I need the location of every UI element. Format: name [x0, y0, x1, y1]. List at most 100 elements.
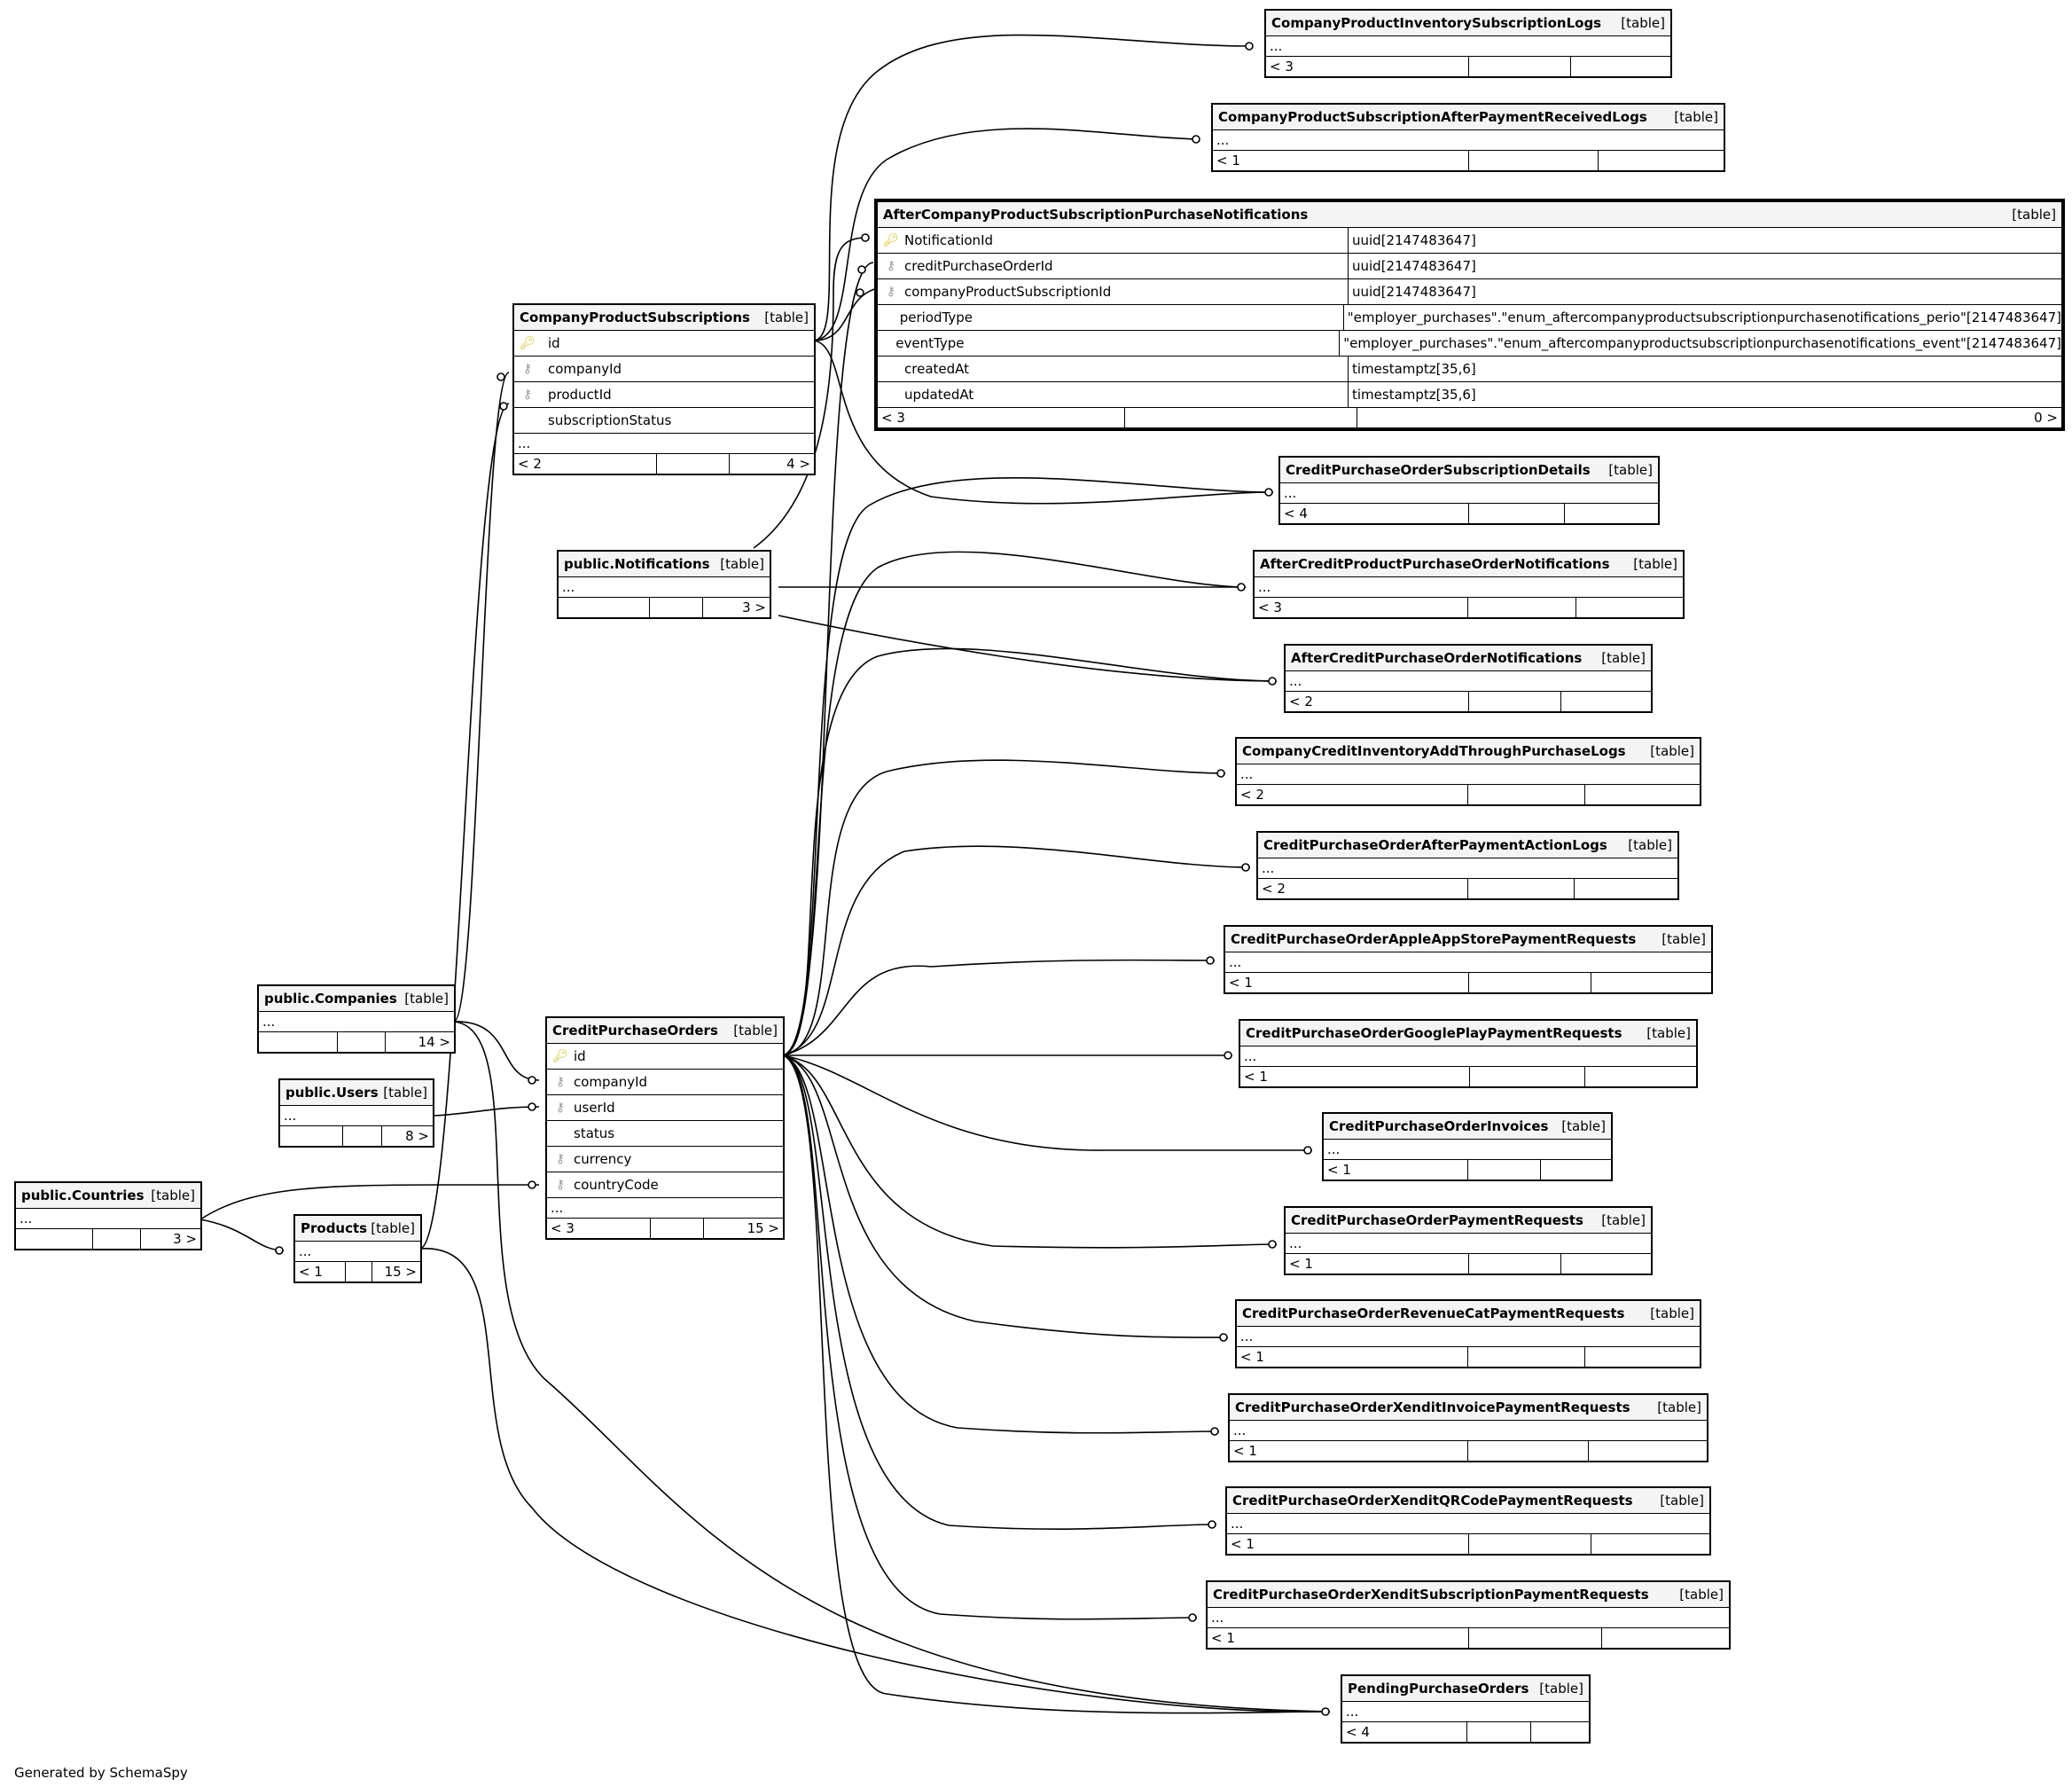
children-count[interactable]: [1560, 1254, 1651, 1274]
parents-count[interactable]: [559, 598, 649, 617]
column-row[interactable]: periodType"employer_purchases"."enum_aft…: [878, 304, 2061, 330]
children-count[interactable]: 8 >: [381, 1126, 433, 1146]
table-tag: [table]: [720, 556, 764, 572]
parents-count[interactable]: < 1: [1233, 1443, 1257, 1459]
column-row[interactable]: eventType"employer_purchases"."enum_afte…: [878, 330, 2061, 356]
children-count[interactable]: [1530, 1722, 1589, 1742]
column-row[interactable]: subscriptionStatus: [514, 407, 814, 433]
column-row[interactable]: ⚷companyId: [547, 1069, 783, 1094]
column-row[interactable]: status: [547, 1120, 783, 1146]
parents-count[interactable]: < 1: [1289, 1256, 1313, 1272]
children-count[interactable]: [1584, 1347, 1700, 1367]
children-count[interactable]: [1570, 57, 1670, 76]
children-count[interactable]: [1601, 1628, 1729, 1648]
table-cpo[interactable]: CreditPurchaseOrders[table] 🔑︎id ⚷compan…: [545, 1016, 785, 1240]
table-cpogpp[interactable]: CreditPurchaseOrderGooglePlayPaymentRequ…: [1239, 1019, 1698, 1088]
children-count[interactable]: 4 >: [729, 454, 814, 474]
children-count[interactable]: [1574, 879, 1677, 898]
parents-count[interactable]: < 3: [881, 410, 905, 426]
table-cpsaprl[interactable]: CompanyProductSubscriptionAfterPaymentRe…: [1211, 103, 1725, 172]
table-tag: [table]: [371, 1220, 415, 1236]
parents-count[interactable]: < 3: [1270, 59, 1294, 74]
table-footer: < 1: [1213, 150, 1724, 170]
table-notifications[interactable]: public.Notifications[table] ... 3 >: [557, 550, 771, 619]
table-cpoxi[interactable]: CreditPurchaseOrderXenditInvoicePaymentR…: [1228, 1393, 1708, 1462]
column-row[interactable]: ⚷companyId: [514, 356, 814, 381]
parents-count[interactable]: < 1: [1327, 1162, 1351, 1178]
parents-count[interactable]: < 3: [551, 1220, 575, 1236]
table-ppo[interactable]: PendingPurchaseOrders[table] ... < 4: [1341, 1674, 1591, 1744]
children-count[interactable]: 3 >: [702, 598, 770, 617]
parents-count[interactable]: < 1: [1229, 975, 1253, 991]
children-count[interactable]: [1576, 598, 1683, 617]
parents-count[interactable]: < 1: [1216, 153, 1240, 169]
children-count[interactable]: 0 >: [1357, 408, 2061, 427]
edge-notif-acpspn: [753, 237, 868, 549]
columns-count: [1468, 151, 1598, 170]
parents-count[interactable]: < 1: [299, 1264, 323, 1280]
table-cpoxq[interactable]: CreditPurchaseOrderXenditQRCodePaymentRe…: [1225, 1486, 1711, 1556]
children-count[interactable]: [1540, 1160, 1611, 1180]
column-row[interactable]: 🔑︎id: [547, 1043, 783, 1069]
table-tag: [table]: [1621, 15, 1665, 31]
parents-count[interactable]: [16, 1229, 92, 1249]
table-footer: < 3: [1255, 597, 1683, 617]
children-count[interactable]: 3 >: [140, 1229, 200, 1249]
table-cpoi[interactable]: CreditPurchaseOrderInvoices[table] ... <…: [1322, 1112, 1613, 1181]
parents-count[interactable]: < 1: [1231, 1536, 1255, 1552]
children-count[interactable]: [1598, 151, 1724, 170]
children-count[interactable]: 14 >: [385, 1032, 454, 1052]
parents-count[interactable]: < 1: [1211, 1630, 1235, 1646]
table-cpoxs[interactable]: CreditPurchaseOrderXenditSubscriptionPay…: [1206, 1580, 1731, 1650]
parents-count[interactable]: < 1: [1244, 1069, 1268, 1085]
column-row[interactable]: ⚷productId: [514, 381, 814, 407]
parents-count[interactable]: < 2: [1289, 694, 1313, 709]
parents-count[interactable]: < 4: [1346, 1724, 1370, 1740]
children-count[interactable]: [1584, 785, 1700, 804]
children-count[interactable]: [1588, 1441, 1707, 1461]
children-count[interactable]: [1564, 504, 1658, 523]
table-cpisl[interactable]: CompanyProductInventorySubscriptionLogs[…: [1264, 9, 1672, 78]
children-count[interactable]: 15 >: [703, 1219, 783, 1238]
table-countries[interactable]: public.Countries[table] ... 3 >: [14, 1181, 202, 1250]
table-users[interactable]: public.Users[table] ... 8 >: [278, 1078, 434, 1148]
table-ccial[interactable]: CompanyCreditInventoryAddThroughPurchase…: [1235, 737, 1701, 806]
table-acpon[interactable]: AfterCreditPurchaseOrderNotifications[ta…: [1284, 644, 1653, 713]
column-row[interactable]: 🔑︎id: [514, 330, 814, 356]
table-cps[interactable]: CompanyProductSubscriptions[table] 🔑︎id …: [512, 303, 816, 475]
table-acppon[interactable]: AfterCreditProductPurchaseOrderNotificat…: [1253, 550, 1685, 619]
column-row[interactable]: ⚷countryCode: [547, 1172, 783, 1197]
edge-cpo-cpoi: [782, 1054, 1312, 1151]
children-count[interactable]: [1584, 1067, 1696, 1086]
children-count[interactable]: 15 >: [371, 1262, 420, 1281]
column-row[interactable]: ⚷currency: [547, 1146, 783, 1172]
table-cporc[interactable]: CreditPurchaseOrderRevenueCatPaymentRequ…: [1235, 1299, 1701, 1368]
parents-count[interactable]: < 2: [1262, 881, 1286, 897]
table-acpspn[interactable]: AfterCompanyProductSubscriptionPurchaseN…: [874, 199, 2065, 431]
table-cpoaasp[interactable]: CreditPurchaseOrderAppleAppStorePaymentR…: [1224, 925, 1713, 994]
edge-end-marker: [528, 1076, 536, 1085]
column-row[interactable]: ⚷userId: [547, 1094, 783, 1120]
table-cpopr[interactable]: CreditPurchaseOrderPaymentRequests[table…: [1284, 1206, 1653, 1275]
table-companies[interactable]: public.Companies[table] ... 14 >: [257, 984, 456, 1054]
children-count[interactable]: [1591, 1534, 1709, 1554]
parents-count[interactable]: < 4: [1284, 506, 1308, 521]
parents-count[interactable]: < 2: [518, 456, 542, 472]
table-name: AfterCompanyProductSubscriptionPurchaseN…: [883, 207, 1309, 223]
parents-count[interactable]: < 2: [1240, 787, 1264, 803]
parents-count[interactable]: < 1: [1240, 1349, 1264, 1365]
parents-count[interactable]: < 3: [1258, 600, 1282, 615]
table-cpoapal[interactable]: CreditPurchaseOrderAfterPaymentActionLog…: [1256, 831, 1679, 900]
parents-count[interactable]: [280, 1126, 342, 1146]
column-name: userId: [574, 1100, 615, 1116]
table-cposd[interactable]: CreditPurchaseOrderSubscriptionDetails[t…: [1278, 456, 1660, 525]
children-count[interactable]: [1560, 692, 1651, 711]
parents-count[interactable]: [259, 1032, 337, 1052]
children-count[interactable]: [1591, 973, 1711, 992]
